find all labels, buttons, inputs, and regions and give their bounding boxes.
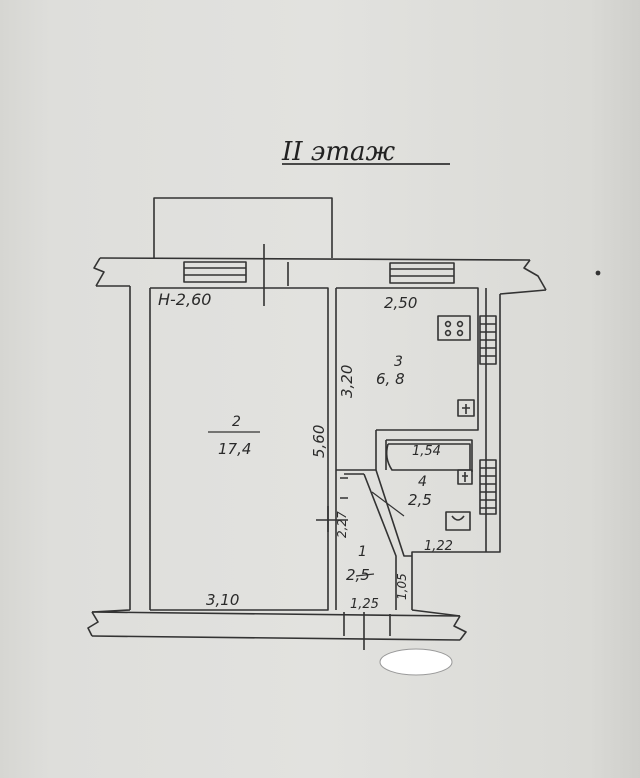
room-3-area: 6, 8	[376, 370, 405, 388]
dim-room2-height: 5,60	[310, 425, 328, 458]
window-room3	[389, 262, 455, 284]
entry-door	[343, 612, 391, 650]
room-3-number: 3	[394, 354, 403, 370]
dim-hall-width: 1,25	[350, 597, 379, 612]
dim-bath-bottom: 1,22	[424, 539, 453, 554]
floor-title: II этаж	[281, 137, 396, 167]
dim-room3-top: 2,50	[384, 294, 417, 312]
kitchen-sink-icon	[457, 399, 475, 417]
dim-room2-bottom: 3,10	[206, 591, 239, 609]
balcony-outline	[153, 197, 333, 258]
dim-room3-height: 3,20	[338, 365, 356, 398]
dim-hall-height: 2,27	[335, 511, 349, 538]
room-1-area: 2,5	[346, 566, 370, 584]
window-room2	[183, 261, 247, 283]
room-1-number: 1	[358, 544, 367, 560]
dim-bath-top: 1,54	[412, 444, 441, 459]
redaction-mark	[379, 648, 453, 676]
room-2-number: 2	[232, 414, 241, 430]
room-2-outline	[150, 287, 329, 611]
room-3-outline	[336, 287, 479, 431]
top-wall-outer	[99, 257, 531, 261]
wall-break-bottom-left	[87, 611, 99, 637]
bath-sink-icon	[457, 469, 473, 485]
dim-hall-side: 1,05	[395, 573, 409, 600]
bottom-wall-outer	[91, 611, 461, 617]
room-2-area: 17,4	[218, 440, 251, 458]
room-4-number: 4	[418, 474, 427, 490]
room-4-area: 2,5	[408, 491, 432, 509]
radiator-bath-icon	[479, 459, 497, 515]
bathtub-icon	[385, 443, 471, 471]
wall-break-left	[93, 257, 105, 287]
wall-break-right	[523, 259, 547, 291]
wall-break-bottom-right	[453, 615, 467, 641]
stove-icon	[437, 315, 471, 341]
ceiling-height-label: Н-2,60	[158, 290, 211, 309]
toilet-icon	[445, 511, 471, 531]
